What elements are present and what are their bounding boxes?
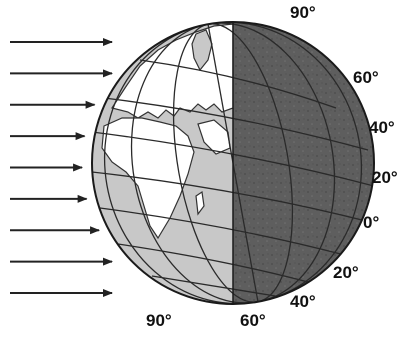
label-20-lower: 20° xyxy=(333,263,359,282)
label-60-bottom: 60° xyxy=(240,311,266,330)
label-40-right: 40° xyxy=(369,118,395,137)
label-90-bottom: 90° xyxy=(146,311,172,330)
label-40-lower: 40° xyxy=(290,292,316,311)
label-20-right: 20° xyxy=(372,168,398,187)
label-90-north: 90° xyxy=(290,3,316,22)
label-60-right: 60° xyxy=(353,68,379,87)
label-0-equator: 0° xyxy=(363,213,379,232)
